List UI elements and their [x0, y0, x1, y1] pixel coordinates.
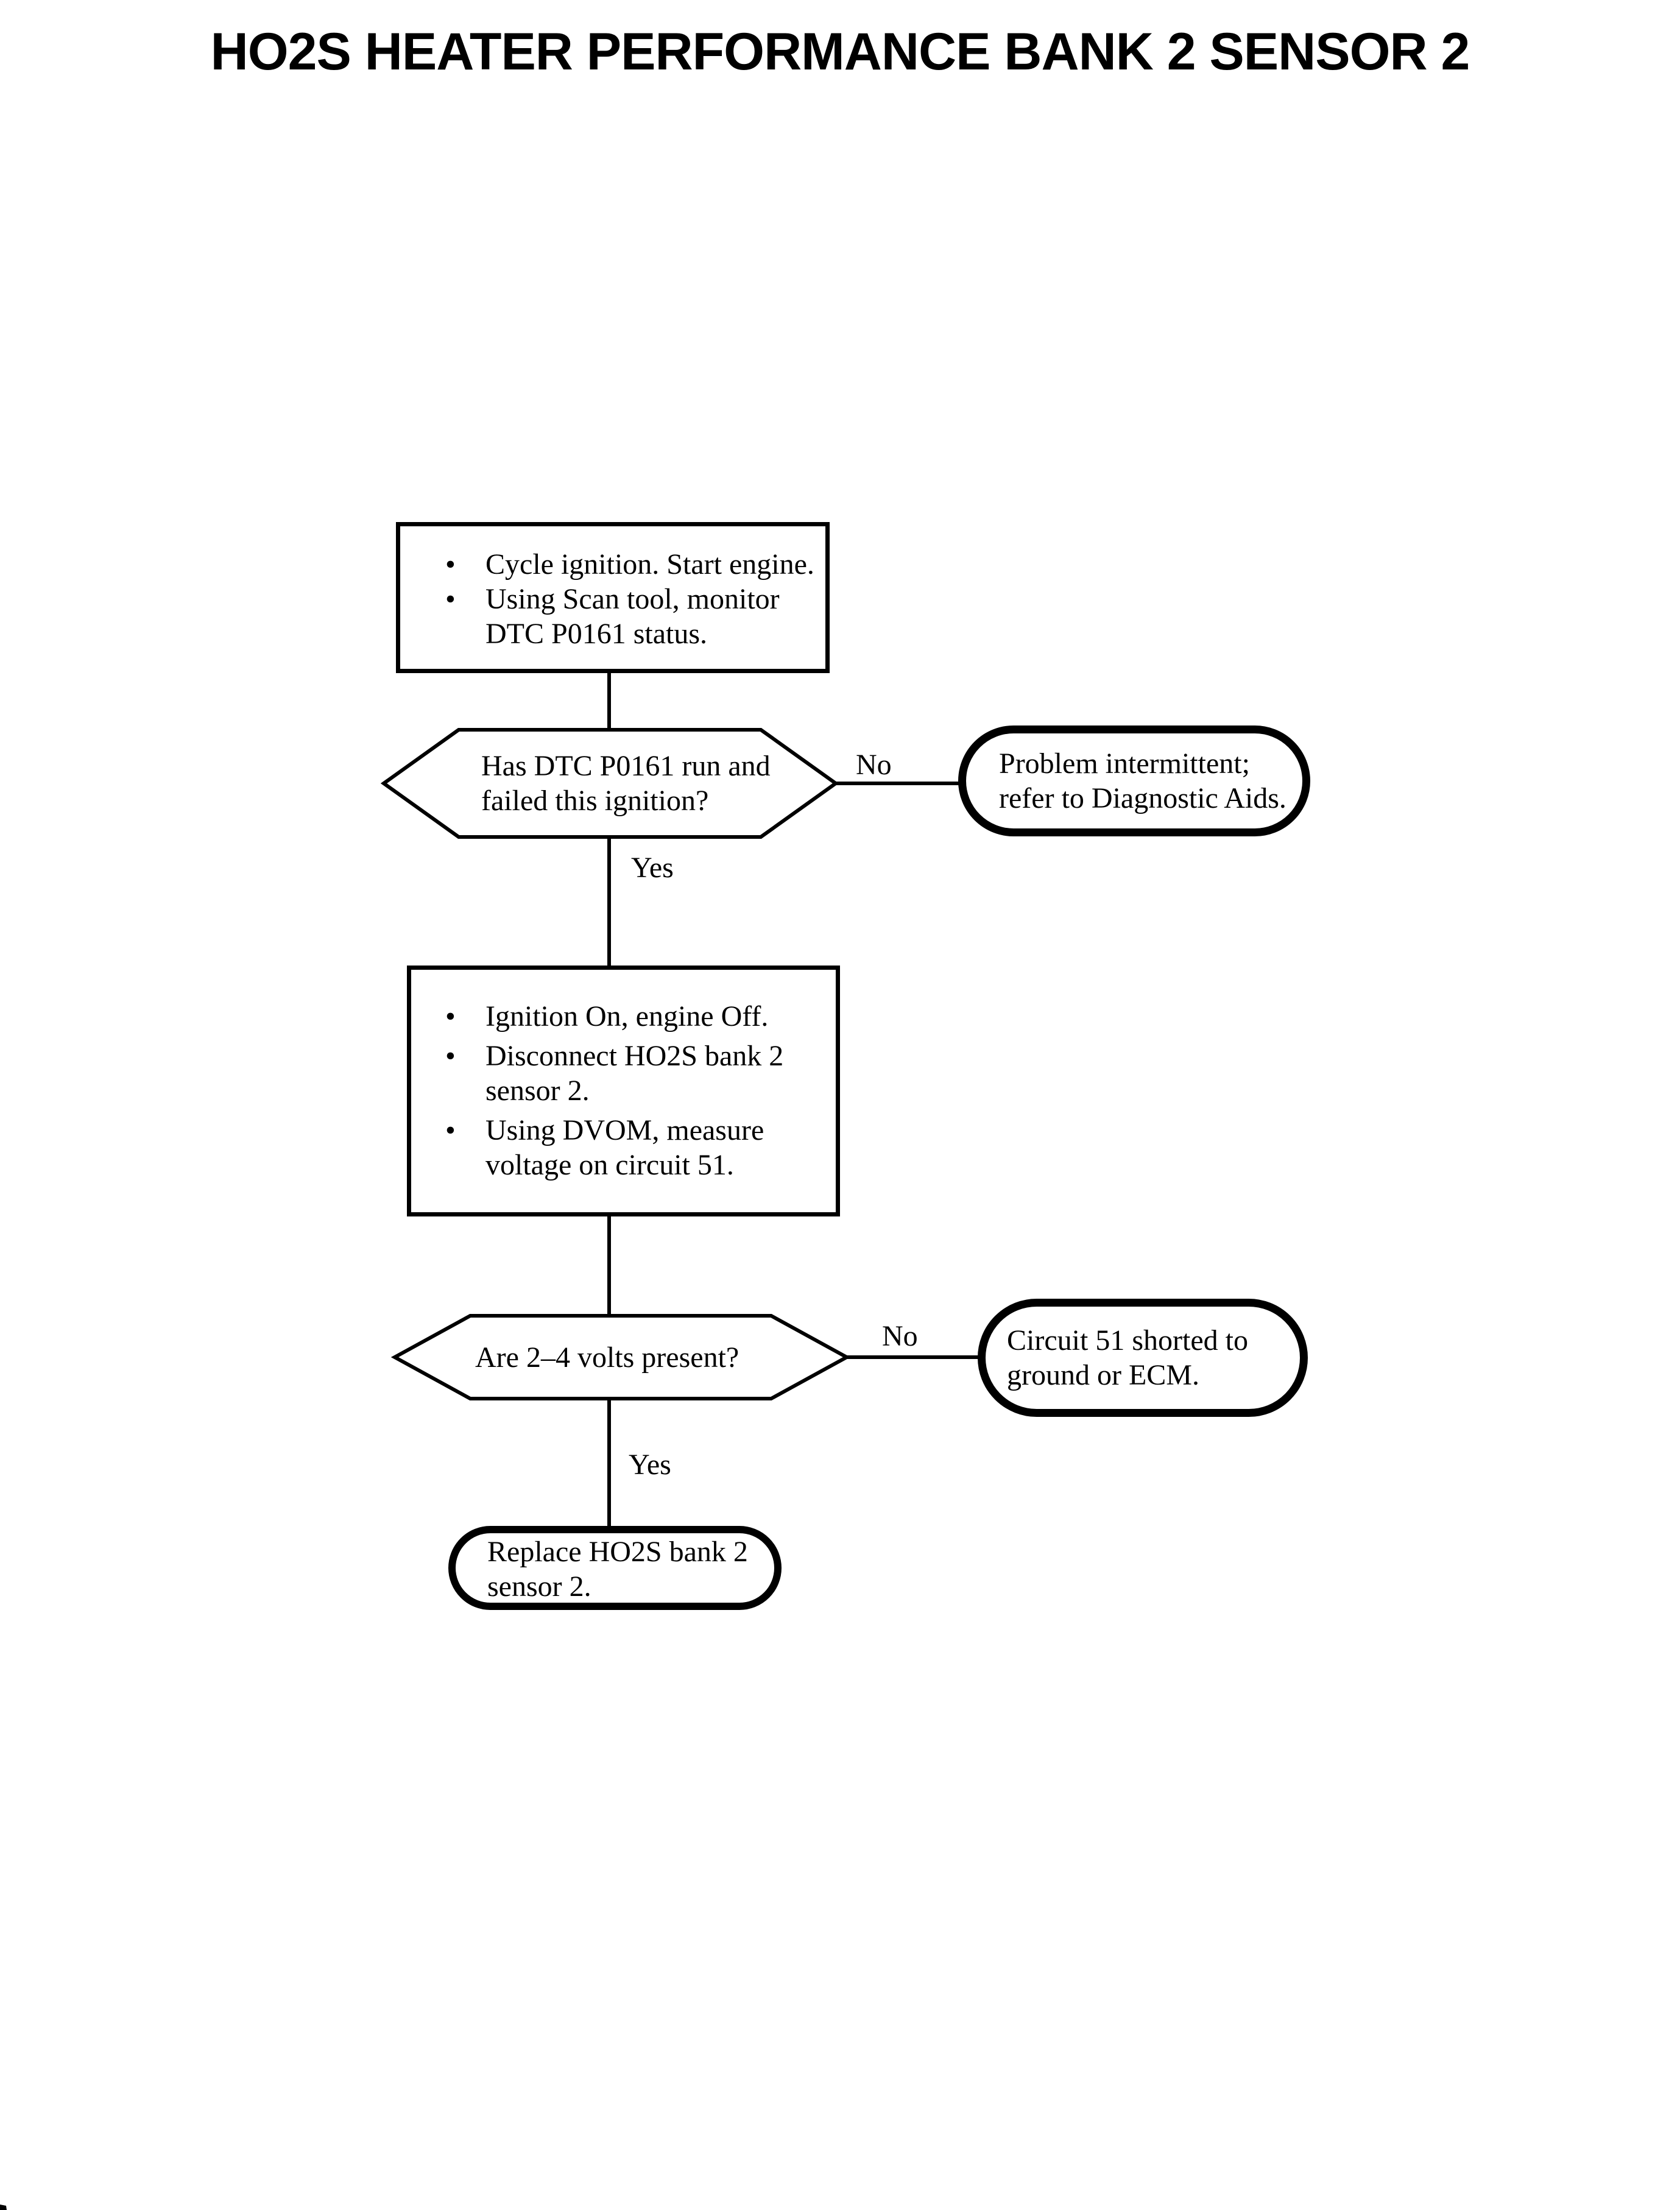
step1-process-box: • Cycle ignition. Start engine. • Using …: [396, 522, 830, 673]
decision1-no-label: No: [856, 749, 892, 781]
decision2-text: Are 2–4 volts present?: [475, 1340, 739, 1375]
list-item: • Disconnect HO2S bank 2 sensor 2.: [445, 1039, 836, 1108]
terminator-circuit-51-shorted: [978, 1299, 1308, 1417]
text-line: Disconnect HO2S bank 2: [485, 1040, 784, 1072]
text-line: voltage on circuit 51.: [485, 1149, 734, 1181]
step2-item-text: Disconnect HO2S bank 2 sensor 2.: [485, 1039, 783, 1108]
list-item: • Ignition On, engine Off.: [445, 999, 836, 1034]
bullet-icon: •: [445, 1114, 456, 1146]
step1-item-text: Using Scan tool, monitor DTC P0161 statu…: [485, 582, 780, 651]
step1-item-text: Cycle ignition. Start engine.: [485, 547, 814, 582]
text-line: Are 2–4 volts present?: [475, 1341, 739, 1374]
bullet-icon: •: [445, 583, 456, 615]
text-line: refer to Diagnostic Aids.: [999, 782, 1286, 814]
list-item: • Using Scan tool, monitor DTC P0161 sta…: [445, 582, 825, 651]
text-line: Using Scan tool, monitor: [485, 583, 780, 615]
bullet-icon: •: [445, 548, 456, 581]
step1-bullet-list: • Cycle ignition. Start engine. • Using …: [445, 547, 825, 651]
text-line: DTC P0161 status.: [485, 618, 708, 650]
list-item: • Cycle ignition. Start engine.: [445, 547, 825, 582]
step2-bullet-list: • Ignition On, engine Off. • Disconnect …: [445, 999, 836, 1182]
terminator3-text: Replace HO2S bank 2 sensor 2.: [487, 1534, 748, 1604]
decision2-no-label: No: [882, 1320, 918, 1352]
terminator1-text: Problem intermittent; refer to Diagnosti…: [999, 746, 1286, 816]
terminator2-text: Circuit 51 shorted to ground or ECM.: [1007, 1323, 1248, 1393]
list-item: • Using DVOM, measure voltage on circuit…: [445, 1113, 836, 1182]
text-line: Cycle ignition. Start engine.: [485, 548, 814, 581]
text-line: Replace HO2S bank 2: [487, 1536, 748, 1568]
page-corner-artifact: [0, 2205, 7, 2210]
text-line: sensor 2.: [487, 1570, 591, 1603]
page-title: HO2S HEATER PERFORMANCE BANK 2 SENSOR 2: [210, 23, 1470, 81]
text-line: Circuit 51 shorted to: [1007, 1324, 1248, 1357]
text-line: failed this ignition?: [481, 785, 709, 817]
bullet-icon: •: [445, 1000, 456, 1033]
decision1-hexagon: [380, 728, 839, 839]
decision1-text: Has DTC P0161 run and failed this igniti…: [481, 749, 771, 818]
decision2-hexagon: [390, 1314, 851, 1400]
text-line: Problem intermittent;: [999, 747, 1250, 780]
terminator-replace-ho2s: [448, 1526, 782, 1610]
step2-process-box: • Ignition On, engine Off. • Disconnect …: [407, 966, 840, 1216]
text-line: sensor 2.: [485, 1075, 590, 1107]
bullet-icon: •: [445, 1040, 456, 1072]
step2-item-text: Ignition On, engine Off.: [485, 999, 768, 1034]
text-line: ground or ECM.: [1007, 1359, 1199, 1391]
text-line: Using DVOM, measure: [485, 1114, 764, 1146]
text-line: Has DTC P0161 run and: [481, 750, 771, 782]
text-line: Ignition On, engine Off.: [485, 1000, 769, 1033]
decision2-yes-label: Yes: [629, 1449, 671, 1481]
step2-item-text: Using DVOM, measure voltage on circuit 5…: [485, 1113, 764, 1182]
decision1-yes-label: Yes: [631, 852, 674, 884]
